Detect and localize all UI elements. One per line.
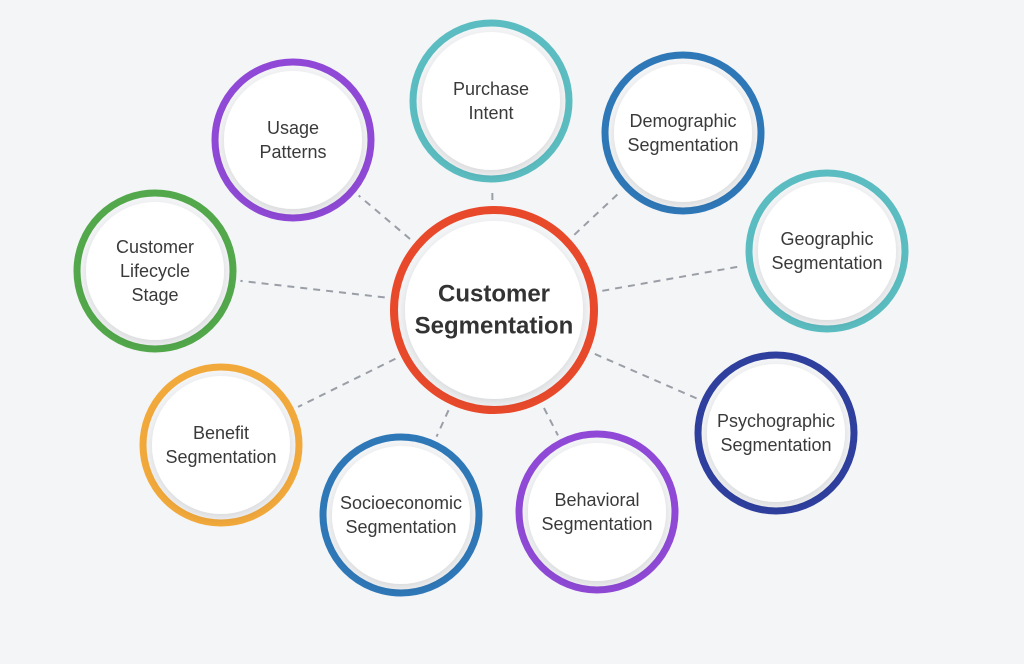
connector-socioeconomic-segmentation — [435, 409, 450, 438]
connector-geographic-segmentation — [602, 265, 743, 292]
node-label-geographic-segmentation-line-2: Segmentation — [771, 253, 882, 273]
node-label-customer-lifecycle-stage-line-2: Lifecycle — [120, 261, 190, 281]
center-face — [405, 221, 583, 399]
node-label-customer-lifecycle-stage-line-3: Stage — [131, 285, 178, 305]
node-face-benefit-segmentation — [152, 376, 290, 514]
node-ring-usage-patterns — [211, 58, 375, 222]
node-label-socioeconomic-segmentation-line-1: Socioeconomic — [340, 493, 462, 513]
node-label-socioeconomic-segmentation-line-2: Segmentation — [345, 517, 456, 537]
center-label-line-1: Customer — [438, 281, 550, 308]
node-face-socioeconomic-segmentation — [332, 446, 470, 584]
node-face-usage-patterns — [224, 71, 362, 209]
node-face-behavioral-segmentation — [528, 443, 666, 581]
center-label-line-2: Segmentation — [415, 313, 574, 340]
node-face-psychographic-segmentation — [707, 364, 845, 502]
node-ring-benefit-segmentation — [139, 363, 303, 527]
node-ring-customer-lifecycle-stage — [73, 189, 237, 353]
connector-benefit-segmentation — [297, 357, 396, 408]
node-label-demographic-segmentation-line-1: Demographic — [629, 111, 736, 131]
node-ring-psychographic-segmentation — [694, 351, 858, 515]
center-ring — [390, 206, 598, 414]
node-label-psychographic-segmentation-line-1: Psychographic — [717, 411, 835, 431]
node-label-usage-patterns-line-1: Usage — [267, 118, 319, 138]
connector-demographic-segmentation — [573, 191, 621, 236]
node-label-usage-patterns-line-2: Patterns — [259, 142, 326, 162]
node-label-purchase-intent-line-1: Purchase — [453, 79, 529, 99]
node-face-purchase-intent — [422, 32, 560, 170]
node-face-demographic-segmentation — [614, 64, 752, 202]
node-label-behavioral-segmentation-line-1: Behavioral — [554, 490, 639, 510]
node-label-psychographic-segmentation-line-2: Segmentation — [720, 435, 831, 455]
node-label-customer-lifecycle-stage-line-1: Customer — [116, 237, 194, 257]
node-face-geographic-segmentation — [758, 182, 896, 320]
node-label-purchase-intent-line-2: Intent — [468, 103, 513, 123]
node-ring-behavioral-segmentation — [515, 430, 679, 594]
node-face-customer-lifecycle-stage — [86, 202, 224, 340]
connector-lines — [240, 186, 743, 438]
node-label-behavioral-segmentation-line-2: Segmentation — [541, 514, 652, 534]
node-label-demographic-segmentation-line-2: Segmentation — [627, 135, 738, 155]
node-label-benefit-segmentation-line-2: Segmentation — [165, 447, 276, 467]
node-ring-demographic-segmentation — [601, 51, 765, 215]
node-label-geographic-segmentation-line-1: Geographic — [780, 229, 873, 249]
node-ring-socioeconomic-segmentation — [319, 433, 483, 597]
node-ring-geographic-segmentation — [745, 169, 909, 333]
node-label-benefit-segmentation-line-1: Benefit — [193, 423, 249, 443]
connector-customer-lifecycle-stage — [240, 279, 385, 299]
connector-psychographic-segmentation — [594, 353, 698, 400]
connector-behavioral-segmentation — [543, 407, 559, 436]
node-ring-purchase-intent — [409, 19, 573, 183]
connector-usage-patterns — [358, 194, 411, 240]
